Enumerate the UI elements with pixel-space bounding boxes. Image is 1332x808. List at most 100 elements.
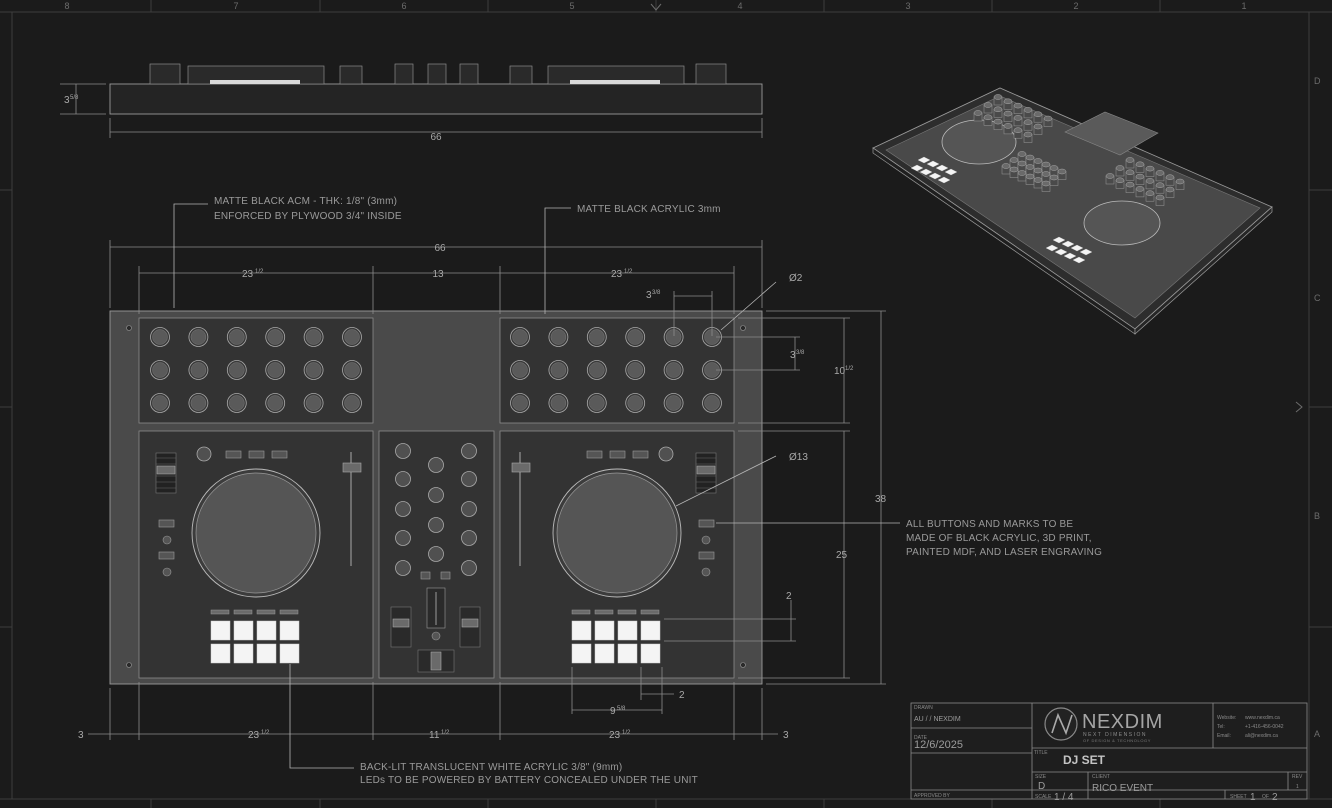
dim-bottom-center-frac: 1/2 [441, 730, 450, 736]
dim-knob-row-pitch-frac: 3/8 [796, 350, 805, 356]
mixer-faders [390, 571, 481, 673]
dim-side-width: 66 [430, 132, 442, 143]
tb-scale-value: 1 / 4 [1054, 792, 1074, 803]
pad-indicator [279, 609, 299, 615]
iso-knob-top [1135, 186, 1145, 192]
backlit-pad [279, 643, 300, 664]
backlit-pad [594, 620, 615, 641]
dim-left-section-frac: 1/2 [255, 269, 264, 275]
iso-knob-top [1033, 111, 1043, 117]
tb-size-label: SIZE [1035, 774, 1047, 780]
frame-col-2: 2 [1073, 1, 1078, 11]
dim-pad-group-width: 9 [610, 706, 616, 717]
iso-knob-top [1135, 173, 1145, 180]
nexdim-logo: NEXDIM NEXT DIMENSION OF DESIGN & TECHNO… [1044, 707, 1162, 743]
iso-knob-top [1135, 161, 1145, 168]
iso-knob-top [1013, 115, 1023, 121]
iso-pad [1052, 236, 1066, 244]
iso-knob-top [1125, 181, 1135, 188]
iso-knob-top [1025, 164, 1035, 170]
pad-indicator [617, 609, 637, 615]
knob-cap [190, 329, 207, 345]
mixer-knob [428, 546, 444, 562]
mixer-knob [461, 443, 477, 459]
knob-cap [305, 362, 322, 378]
dim-knob-diameter: Ø2 [789, 273, 803, 284]
iso-knob-top [1017, 170, 1027, 176]
plan-dimensions: 66 23 1/2 13 23 1/2 3 3/8 Ø2 3 3/8 10 1/… [78, 240, 887, 741]
knob-cap [229, 329, 245, 345]
side-view: 66 3 5/8 [60, 63, 763, 143]
iso-pad [926, 160, 940, 168]
mixer-knob [461, 530, 477, 546]
iso-knob-top [1033, 177, 1043, 183]
mixer-knob [461, 471, 477, 487]
knob-cap [550, 329, 567, 345]
deck-right [511, 446, 717, 598]
tb-email-label: Email: [1217, 733, 1231, 739]
tb-sheet-of: OF [1262, 794, 1269, 800]
title-block: DRAWN AU / / NEXDIM DATE 12/6/2025 APPRO… [910, 702, 1308, 803]
dim-pad-group-width-frac: 5/8 [617, 706, 626, 712]
dim-knob-row-pitch: 3 [790, 350, 796, 361]
iso-knob-top [1023, 119, 1033, 125]
tb-website-value: www.nexdim.ca [1245, 715, 1280, 721]
tb-size-value: D [1038, 781, 1045, 792]
iso-knob-top [1145, 178, 1155, 184]
backlit-pad [594, 643, 615, 664]
note-acrylic: MATTE BLACK ACRYLIC 3mm [577, 204, 721, 215]
iso-knob-top [1003, 110, 1013, 117]
mixer-knobs [395, 443, 477, 576]
backlit-pad [617, 643, 638, 664]
dim-bottom-left: 23 [248, 730, 260, 741]
iso-pad [1079, 248, 1093, 256]
iso-knob-top [1009, 166, 1019, 173]
tb-website-label: Website: [1217, 715, 1236, 721]
iso-knob-top [1175, 178, 1185, 185]
iso-pad [1061, 240, 1075, 248]
pad-indicator [571, 609, 591, 615]
note-acm-line1: MATTE BLACK ACM - THK: 1/8" (3mm) [214, 196, 397, 207]
backlit-pad [571, 620, 592, 641]
iso-knob-top [1165, 186, 1175, 193]
backlit-pad [233, 643, 254, 664]
iso-knob-top [1033, 123, 1043, 130]
iso-pad [910, 164, 924, 172]
dim-margin-left: 3 [78, 730, 84, 741]
dim-knob-panel-height-frac: 1/2 [845, 366, 854, 372]
iso-knob-top [1145, 165, 1155, 172]
knob-cap [627, 362, 643, 378]
dim-knob-panel-height: 10 [834, 366, 846, 377]
knob-cap [305, 395, 322, 411]
frame-row-d: D [1314, 76, 1321, 86]
iso-knob-top [1017, 151, 1027, 157]
knob-cap [344, 329, 360, 345]
iso-knob-top [1105, 173, 1115, 179]
tb-date-value: 12/6/2025 [914, 739, 963, 751]
knob-cap [627, 395, 643, 411]
iso-knob-top [983, 114, 993, 121]
knob-cap [512, 362, 528, 378]
iso-knob-top [1145, 190, 1155, 196]
pad-indicator [256, 609, 276, 615]
mixer-knob [395, 530, 411, 546]
dim-side-height: 3 [64, 95, 70, 106]
iso-knob-top [993, 106, 1003, 113]
iso-knob-top [1155, 182, 1165, 188]
iso-knob-top [1017, 160, 1027, 167]
mixer-knob [395, 471, 411, 487]
pad-grid-left [210, 609, 300, 664]
mixer-knob [461, 501, 477, 517]
tb-tel-value: +1-416-456-0042 [1245, 724, 1284, 730]
dim-knob-pitch: 3 [646, 290, 652, 301]
knob-cap [267, 395, 283, 411]
mixer-knob [461, 560, 477, 576]
backlit-pad [210, 620, 231, 641]
dim-bottom-center: 11 [429, 730, 440, 741]
backlit-pad [571, 643, 592, 664]
iso-pad [1063, 252, 1077, 260]
backlit-pad [233, 620, 254, 641]
tb-drawn-label: DRAWN [914, 705, 933, 711]
knob-cap [589, 329, 605, 345]
note-buttons-line1: ALL BUTTONS AND MARKS TO BE [906, 519, 1073, 530]
